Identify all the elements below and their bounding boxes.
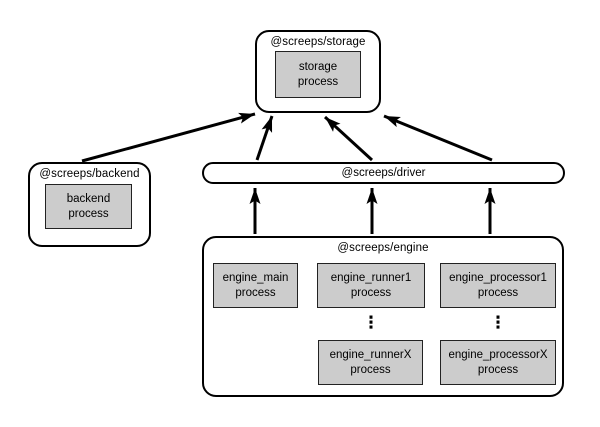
ellipsis-runner-column: ⋮	[362, 313, 380, 332]
node-screeps-engine: @screeps/engine engine_main process engi…	[202, 236, 564, 397]
arrow-driver-middle-to-storage	[323, 115, 374, 162]
process-box-engine-runner1: engine_runner1 process	[317, 263, 425, 308]
process-box-backend: backend process	[45, 184, 132, 229]
node-screeps-driver: @screeps/driver	[202, 162, 565, 184]
node-label-driver: @screeps/driver	[341, 167, 426, 179]
arrow-driver-left-to-storage	[255, 115, 274, 161]
process-box-engine-processor1: engine_processor1 process	[440, 263, 556, 308]
ellipsis-processor-column: ⋮	[489, 313, 507, 332]
process-box-storage: storage process	[275, 51, 361, 98]
process-box-engine-main: engine_main process	[213, 263, 298, 308]
node-label-backend: @screeps/backend	[39, 168, 140, 180]
node-screeps-storage: @screeps/storage storage process	[255, 30, 381, 113]
process-box-engine-processorX: engine_processorX process	[440, 340, 556, 385]
arrow-backend-to-storage	[81, 112, 256, 163]
arrow-driver-right-to-storage	[383, 114, 493, 162]
node-screeps-backend: @screeps/backend backend process	[28, 162, 151, 247]
node-label-storage: @screeps/storage	[270, 36, 366, 48]
node-label-engine: @screeps/engine	[337, 242, 429, 254]
process-box-engine-runnerX: engine_runnerX process	[318, 340, 423, 385]
